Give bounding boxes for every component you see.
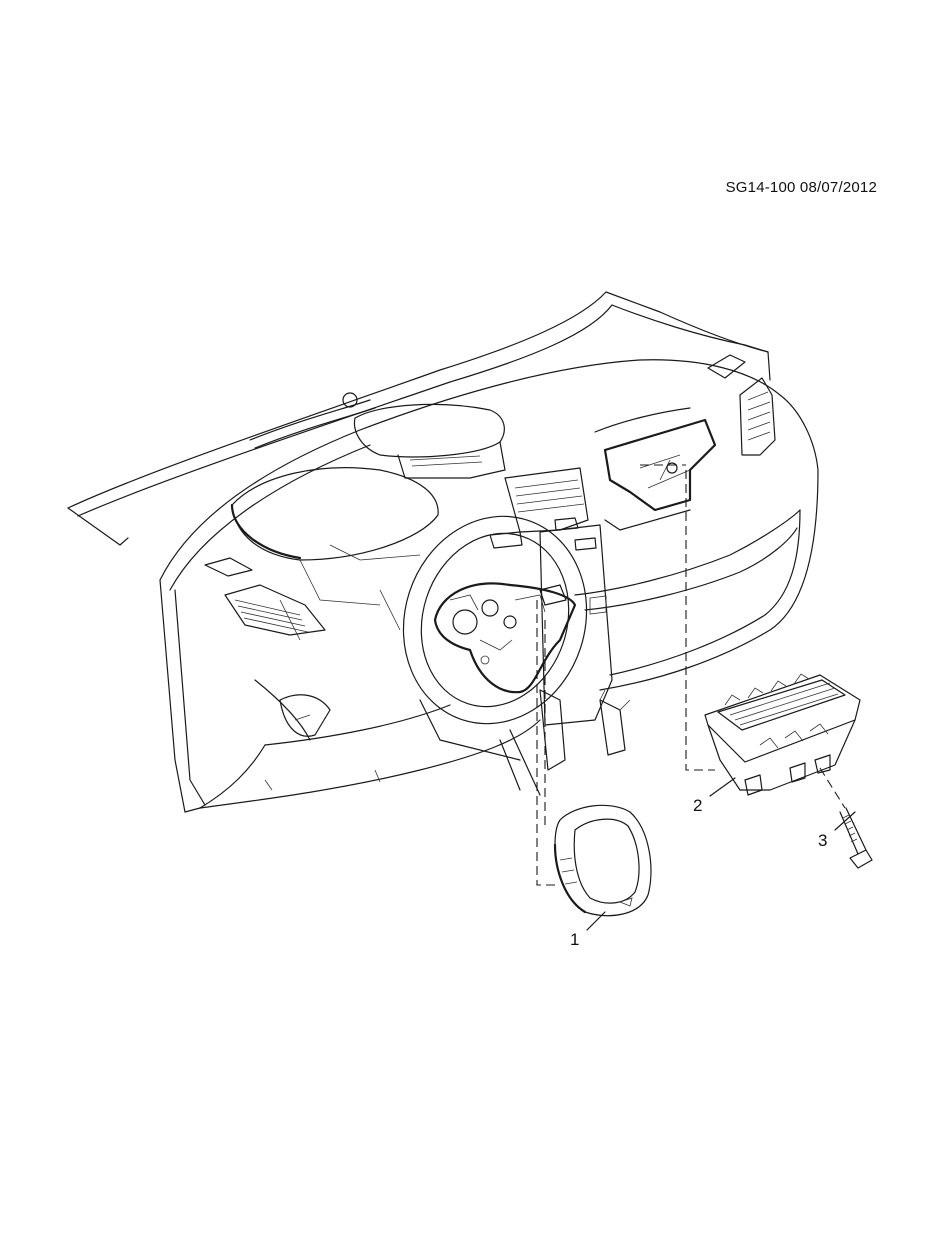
- assembly-lines: [536, 464, 846, 886]
- callout-3-bolt: 3: [818, 831, 828, 850]
- callout-2-passenger-airbag: 2: [693, 796, 703, 815]
- instrument-panel: [67, 291, 819, 813]
- airbag-bolt: [839, 807, 873, 869]
- drawing-code-label: SG14-100 08/07/2012: [725, 179, 877, 196]
- leader-lines: [586, 777, 856, 931]
- passenger-airbag-module: [704, 673, 861, 796]
- driver-airbag-module: [553, 804, 652, 917]
- steering-wheel: [402, 515, 588, 725]
- callout-1-driver-airbag: 1: [570, 930, 580, 949]
